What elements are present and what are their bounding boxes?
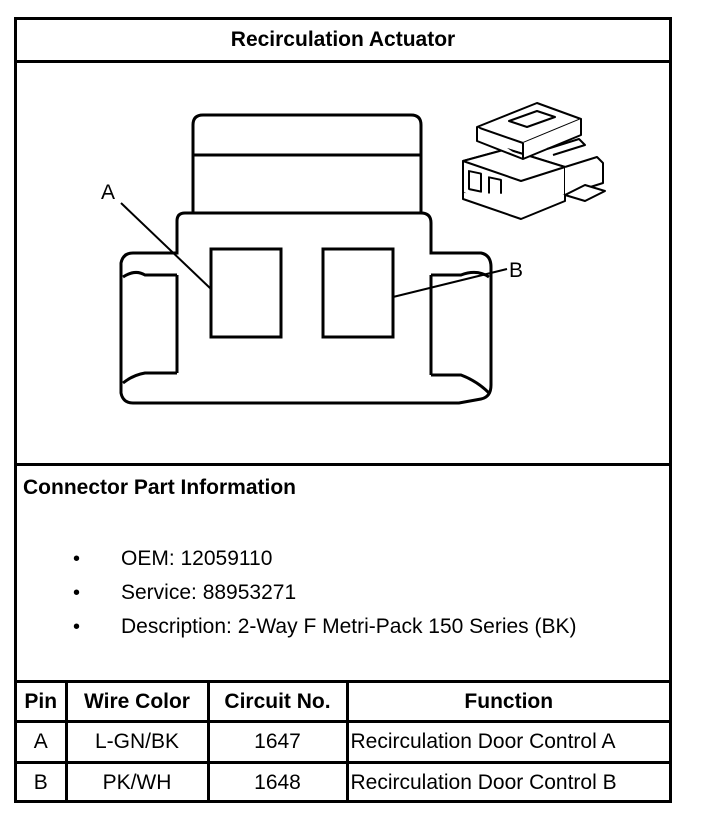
pin-label-a: A bbox=[101, 181, 115, 204]
header-circuit-no: Circuit No. bbox=[206, 683, 349, 723]
header-wire-color: Wire Color bbox=[64, 683, 210, 723]
header-pin: Pin bbox=[17, 683, 68, 723]
wire-color-cell: L-GN/BK bbox=[64, 720, 210, 764]
function-cell: Recirculation Door Control A bbox=[345, 720, 669, 764]
circuit-cell: 1647 bbox=[206, 720, 349, 764]
cavity-a bbox=[209, 247, 283, 339]
pin-cell: B bbox=[17, 761, 68, 802]
service-part-number: Service: 88953271 bbox=[121, 581, 297, 604]
connector-face bbox=[119, 113, 508, 405]
connector-description: Description: 2-Way F Metri-Pack 150 Seri… bbox=[121, 615, 577, 638]
cavity-b bbox=[321, 247, 395, 339]
header-function: Function bbox=[345, 683, 669, 723]
connector-sheet: Recirculation Actuator bbox=[14, 17, 672, 803]
bullet: • bbox=[73, 548, 81, 570]
pin-label-b: B bbox=[509, 259, 523, 282]
sheet-title: Recirculation Actuator bbox=[17, 20, 669, 63]
circuit-cell: 1648 bbox=[206, 761, 349, 802]
bullet: • bbox=[73, 616, 81, 638]
pin-cell: A bbox=[17, 720, 68, 764]
info-heading: Connector Part Information bbox=[23, 476, 297, 499]
connector-part-information: Connector Part Information • OEM: 120591… bbox=[17, 466, 669, 683]
table-row: A L-GN/BK 1647 Recirculation Door Contro… bbox=[17, 720, 669, 764]
function-cell: Recirculation Door Control B bbox=[345, 761, 669, 802]
pinout-table: Pin Wire Color Circuit No. Function A L-… bbox=[17, 683, 669, 802]
oem-part-number: OEM: 12059110 bbox=[121, 547, 273, 570]
connector-isometric-icon bbox=[462, 102, 606, 220]
bullet: • bbox=[73, 582, 81, 604]
table-header-row: Pin Wire Color Circuit No. Function bbox=[17, 683, 669, 723]
connector-drawing: A B bbox=[101, 102, 606, 405]
connector-diagram: A B bbox=[17, 63, 669, 466]
table-row: B PK/WH 1648 Recirculation Door Control … bbox=[17, 761, 669, 802]
wire-color-cell: PK/WH bbox=[64, 761, 210, 802]
